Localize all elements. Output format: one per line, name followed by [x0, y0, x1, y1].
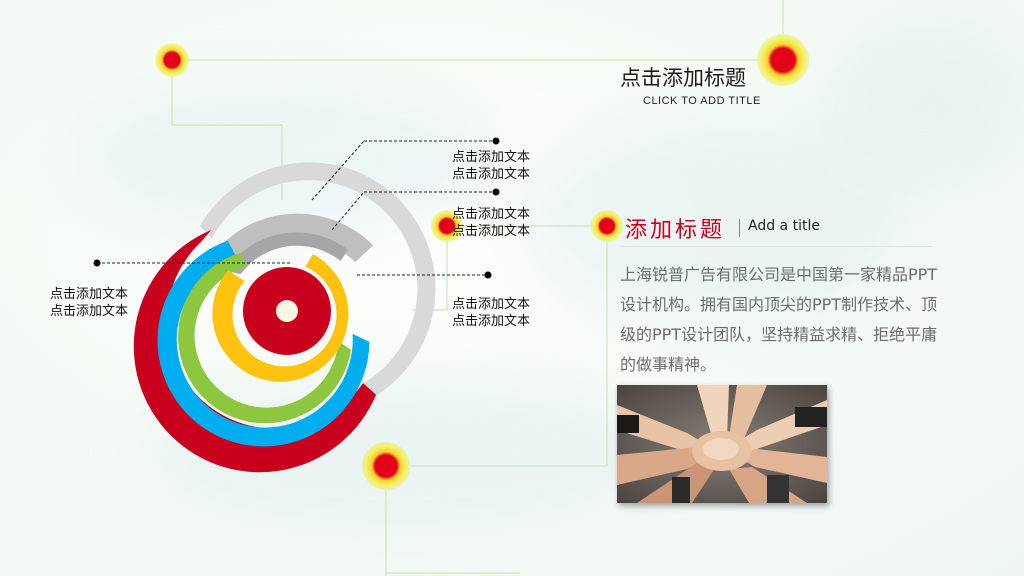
glow-dot-icon: [155, 43, 189, 77]
callout-label-1[interactable]: 点击添加文本 点击添加文本: [452, 150, 531, 182]
section-rule: [620, 246, 932, 247]
ring-gray-inner: [225, 232, 348, 275]
glow-dot-icon: [757, 34, 809, 86]
callout-label-2[interactable]: 点击添加文本 点击添加文本: [452, 207, 531, 239]
callout-label-3[interactable]: 点击添加文本 点击添加文本: [50, 287, 129, 319]
callout-label-4[interactable]: 点击添加文本 点击添加文本: [452, 297, 531, 329]
title-divider: [739, 219, 740, 237]
section-title[interactable]: 添加标题: [625, 218, 726, 243]
section-body[interactable]: 上海锐普广告有限公司是中国第一家精品PPT设计机构。拥有国内顶尖的PPT制作技术…: [620, 265, 938, 374]
glow-dot-icon: [431, 210, 463, 242]
glow-dot-icon: [362, 442, 410, 490]
page-title[interactable]: 点击添加标题: [620, 66, 746, 90]
ring-chart: [133, 162, 436, 473]
section-title-en[interactable]: Add a title: [748, 218, 820, 234]
glow-dot-icon: [591, 210, 623, 242]
page-subtitle[interactable]: CLICK TO ADD TITLE: [643, 95, 761, 107]
ring-center: [276, 300, 298, 322]
hands-together-photo[interactable]: [617, 385, 827, 503]
